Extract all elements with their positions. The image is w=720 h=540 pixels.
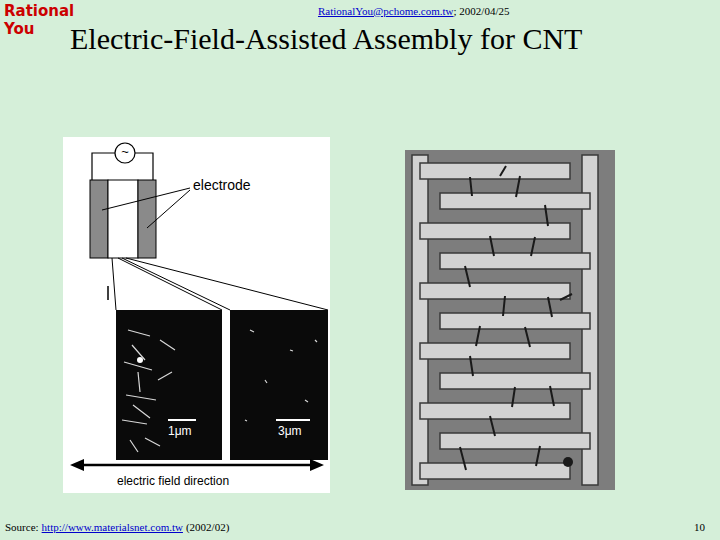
scale-label: 1μm — [168, 424, 192, 438]
page-number: 10 — [694, 521, 705, 534]
zoom-line — [112, 258, 328, 310]
part-label: electrode — [193, 177, 251, 194]
source-label: Source: — [5, 521, 39, 534]
slide-title: Electric-Field-Assisted Assembly for CNT — [70, 22, 582, 56]
leader-line — [102, 188, 190, 228]
field-arrow — [82, 464, 312, 467]
micrograph-right — [230, 310, 328, 460]
email-link: RationalYou@pchome.com.tw — [318, 5, 454, 18]
arrowhead — [70, 459, 324, 471]
sem-image — [405, 150, 615, 490]
electrode-left — [90, 180, 108, 258]
axis-label: electric field direction — [117, 474, 229, 488]
electrode-right — [138, 180, 156, 258]
figure-panel — [63, 137, 330, 493]
author-logo: Rational You — [4, 2, 89, 38]
particle — [563, 457, 573, 467]
particle — [137, 357, 143, 363]
micrograph-left — [116, 310, 222, 460]
source-link: http://www.materialsnet.com.tw — [42, 521, 183, 534]
ac-source — [115, 143, 135, 163]
ac-symbol: ~ — [121, 144, 129, 160]
scale-bar — [168, 419, 310, 421]
date: ; 2002/04/25 — [454, 5, 510, 18]
nanotubes — [460, 166, 572, 470]
source-date: (2002/02) — [186, 521, 229, 534]
electrode-gap — [108, 180, 138, 258]
interdigitated-electrodes — [412, 155, 598, 485]
marker — [107, 286, 109, 300]
scale-label: 3μm — [278, 424, 302, 438]
nanotubes — [122, 330, 317, 452]
